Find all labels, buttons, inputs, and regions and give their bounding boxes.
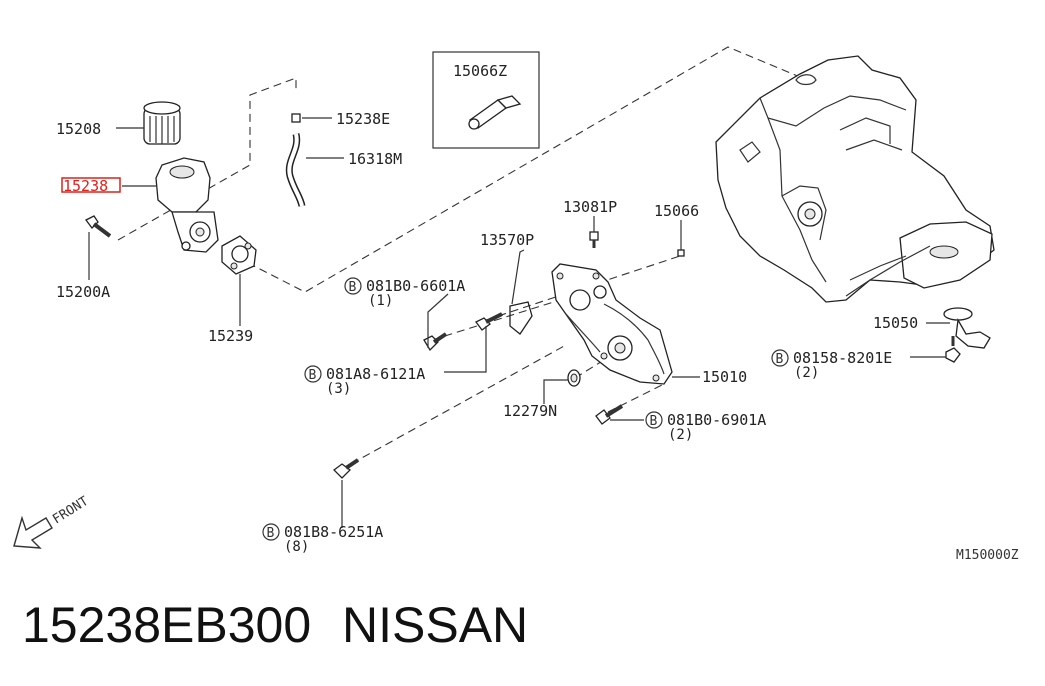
label-15050: 15050	[873, 314, 918, 332]
label-081B0-6901A: 081B0-6901A	[667, 411, 766, 429]
label-15200A: 15200A	[56, 283, 110, 301]
bolt-b-letter: B	[650, 414, 658, 429]
bolt-b-mark	[344, 277, 362, 295]
bolt-081B0-6601A	[423, 332, 448, 352]
label-081A8-6121A: 081A8-6121A	[326, 365, 425, 383]
brand-caption: NISSAN	[342, 597, 529, 653]
label-15238-highlighted: 15238	[63, 177, 108, 195]
bolt-b-mark	[645, 411, 663, 429]
leader-lines	[88, 117, 950, 528]
bolt-081B0-6901A	[595, 404, 624, 425]
bolt-b-letter: B	[309, 368, 317, 383]
qty-081A8-6121A: (3)	[326, 381, 351, 397]
hose-16318M	[285, 113, 306, 207]
oil-filter-bracket-15238	[155, 157, 219, 253]
label-13081P: 13081P	[563, 198, 617, 216]
qty-081B0-6901A: (2)	[668, 427, 693, 443]
lower-bolt-line	[607, 384, 663, 413]
plug-15066	[677, 249, 685, 257]
engine-block	[715, 55, 995, 303]
label-15239: 15239	[208, 327, 253, 345]
bolt-13081P	[589, 231, 599, 248]
front-direction-arrow: FRONT	[13, 494, 91, 549]
label-08158-8201E: 08158-8201E	[793, 349, 892, 367]
bolt-15200A	[85, 215, 112, 238]
qty-08158-8201E: (2)	[794, 365, 819, 381]
upper-bolt-line	[431, 299, 561, 341]
sealant-box-15066Z	[432, 51, 540, 149]
bolt-b-letter: B	[349, 280, 357, 295]
label-081B8-6251A: 081B8-6251A	[284, 523, 383, 541]
diagram-code: M150000Z	[956, 548, 1019, 563]
bolt-b-letter: B	[267, 526, 275, 541]
label-081B0-6601A: 081B0-6601A	[366, 277, 465, 295]
label-15238E: 15238E	[336, 110, 390, 128]
bolt-b-letter: B	[776, 352, 784, 367]
bolt-081B8-6251A	[333, 458, 360, 479]
qty-081B0-6601A: (1)	[368, 293, 393, 309]
label-13570P: 13570P	[480, 231, 534, 249]
gasket-13570P	[509, 301, 533, 335]
label-15208: 15208	[56, 120, 101, 138]
label-15066Z: 15066Z	[453, 62, 507, 80]
bolt-b-mark	[262, 523, 280, 541]
bolt-b-mark	[771, 349, 789, 367]
label-15010: 15010	[702, 368, 747, 386]
bolt-081A8-6121A	[475, 312, 503, 331]
highlight-box-15238	[61, 177, 121, 193]
label-16318M: 16318M	[348, 150, 402, 168]
oil-filter-15208	[143, 101, 181, 145]
engine-connection-line	[247, 46, 801, 293]
cover-bolt-line	[485, 255, 681, 321]
label-15066: 15066	[654, 202, 699, 220]
front-label: FRONT	[50, 494, 91, 528]
part-number-caption: 15238EB300	[22, 597, 312, 653]
bolt-b-mark	[304, 365, 322, 383]
front-cover-bolt-line	[339, 344, 567, 471]
oil-seal-12279N	[567, 369, 581, 387]
filter-assembly-outline	[117, 77, 297, 241]
front-cover-15010	[551, 263, 673, 385]
label-12279N: 12279N	[503, 402, 557, 420]
qty-081B8-6251A: (8)	[284, 539, 309, 555]
gasket-15239	[221, 235, 257, 275]
oil-strainer-15050	[943, 307, 991, 363]
